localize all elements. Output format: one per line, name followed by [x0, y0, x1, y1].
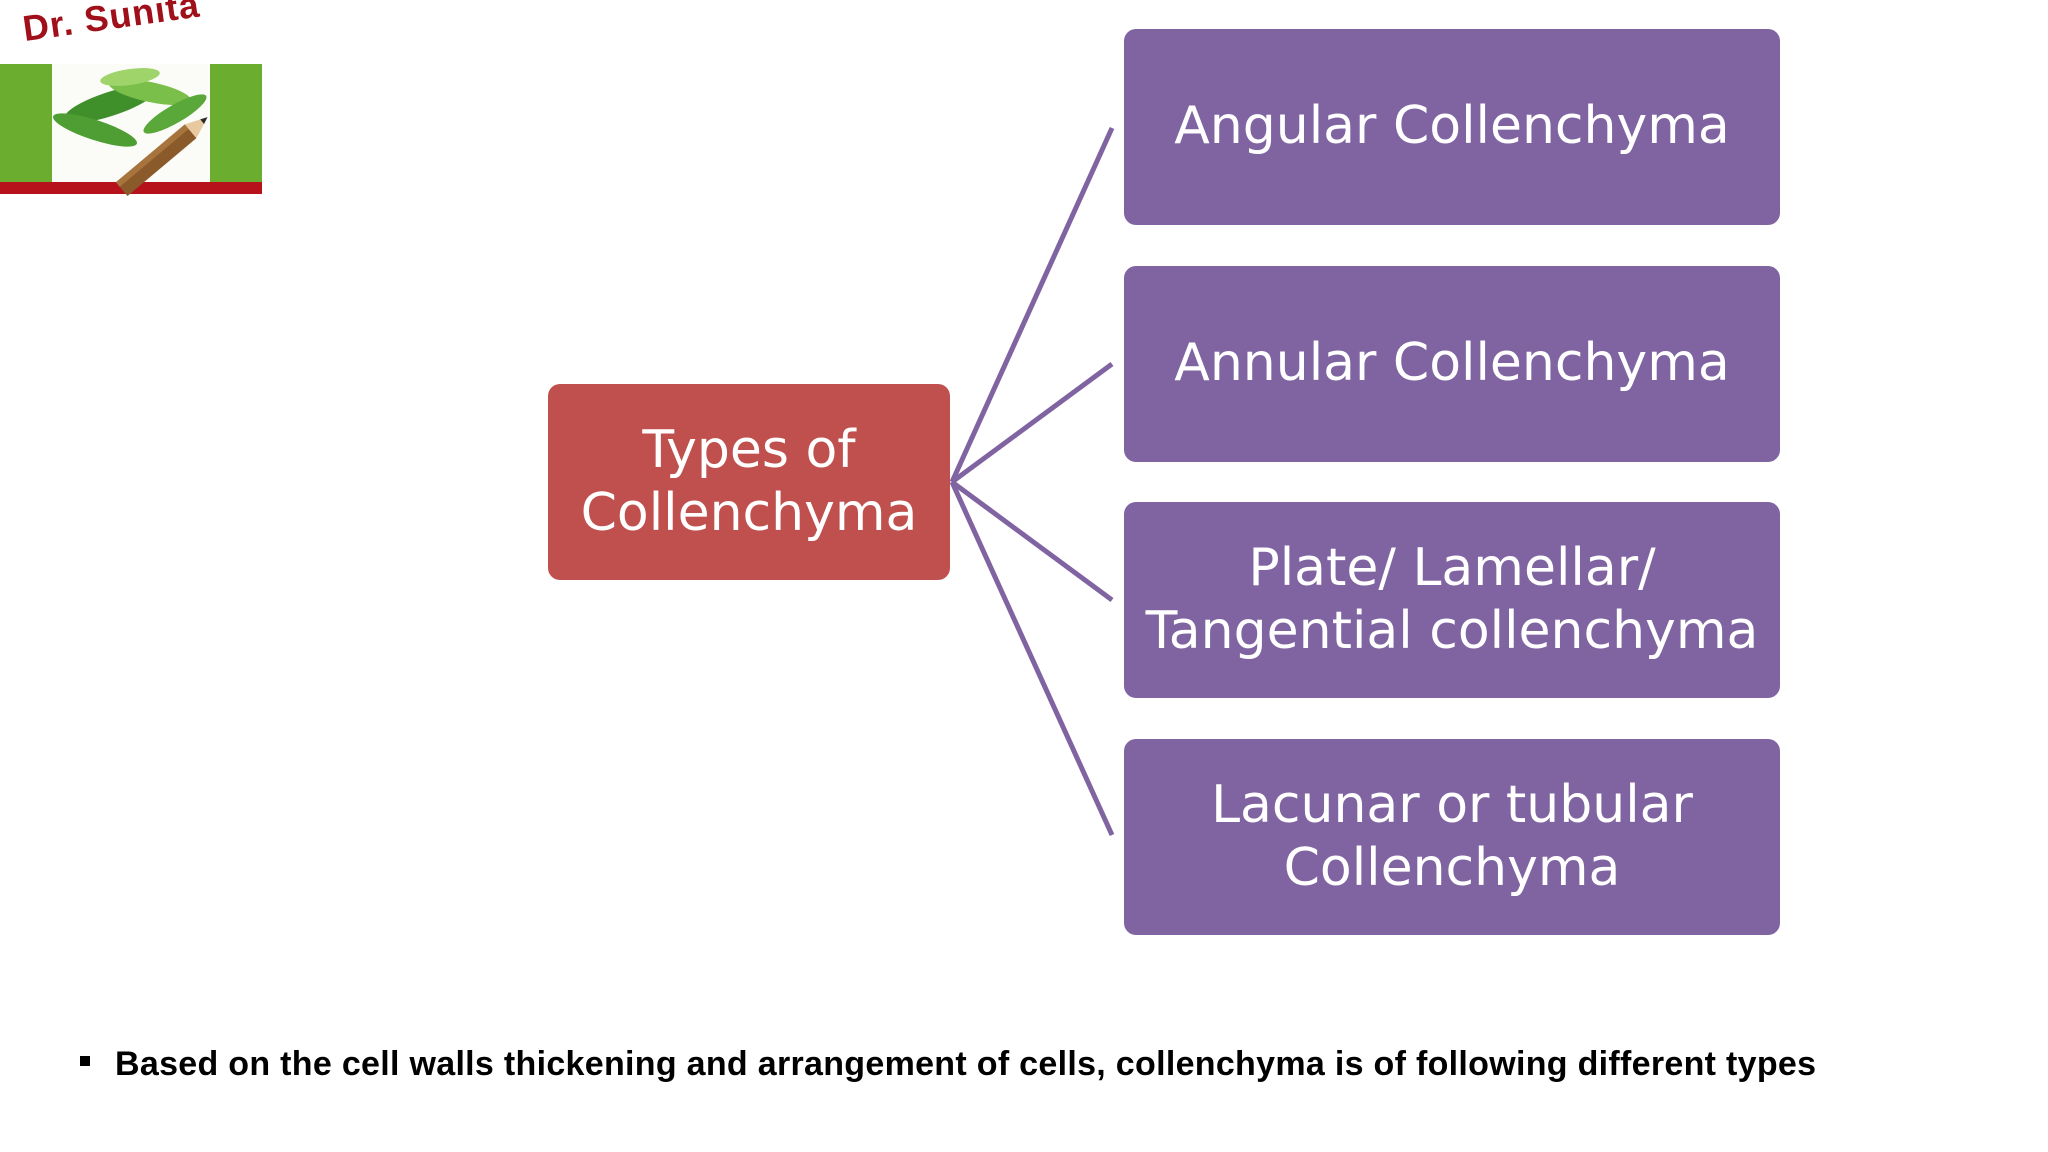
child-node-plate-lamellar: Plate/ Lamellar/ Tangential collenchyma	[1124, 502, 1780, 698]
root-node-label: Types of Collenchyma	[580, 419, 918, 543]
pencil-leaf-logo-icon	[0, 64, 262, 196]
bullet-icon	[80, 1056, 90, 1066]
logo-text: Dr. Sunita	[20, 0, 203, 50]
child-node-label: Angular Collenchyma	[1174, 96, 1730, 157]
child-node-annular: Annular Collenchyma	[1124, 266, 1780, 462]
connector-line	[950, 479, 1114, 603]
child-node-angular: Angular Collenchyma	[1124, 29, 1780, 225]
child-node-lacunar: Lacunar or tubular Collenchyma	[1124, 739, 1780, 935]
caption: Based on the cell walls thickening and a…	[80, 1044, 2040, 1084]
root-node: Types of Collenchyma	[548, 384, 950, 580]
connector-line	[949, 480, 1115, 837]
child-node-label: Annular Collenchyma	[1174, 333, 1730, 394]
connector-line	[949, 126, 1115, 484]
caption-text: Based on the cell walls thickening and a…	[115, 1045, 1817, 1083]
logo: Dr. Sunita	[0, 0, 262, 200]
connector-line	[950, 361, 1114, 485]
child-node-label: Plate/ Lamellar/ Tangential collenchyma	[1145, 537, 1759, 661]
child-node-label: Lacunar or tubular Collenchyma	[1211, 774, 1693, 898]
